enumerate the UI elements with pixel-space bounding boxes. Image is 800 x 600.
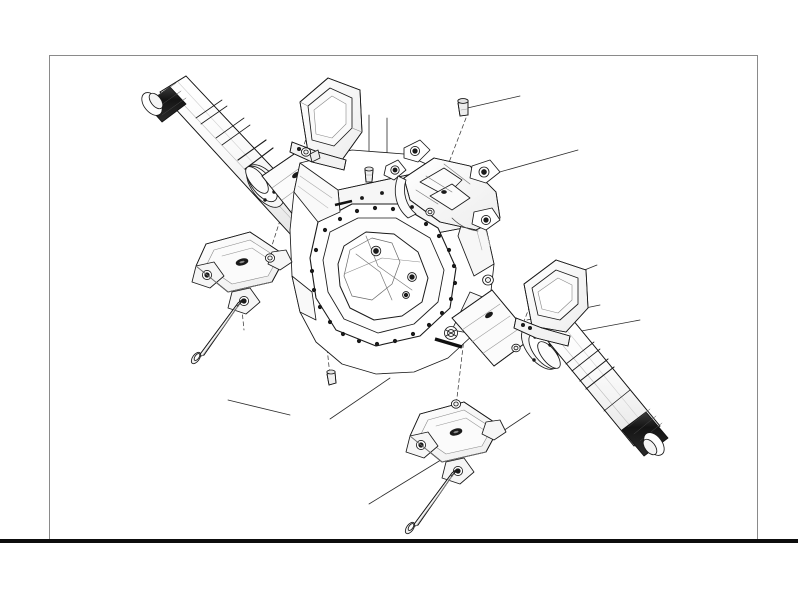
fill-plug-boss — [444, 326, 458, 340]
dowel-pin-right-bracket — [511, 343, 521, 353]
dowel-pin-lower-right — [450, 399, 462, 409]
leader-line-6 — [368, 454, 450, 505]
bracket-eye-upper-left — [403, 139, 431, 163]
dowel-pin-center — [264, 253, 276, 263]
bottom-rule-divider — [0, 539, 798, 543]
spring-seat-bracket-lower-right — [513, 259, 589, 347]
dashed-axis-lower-center — [455, 287, 471, 407]
leader-line-5 — [227, 399, 291, 416]
short-bolt-center — [326, 369, 337, 386]
dowel-pin-upper-bracket — [425, 207, 435, 217]
leader-line-1 — [462, 95, 521, 110]
short-bolt-top — [364, 166, 374, 183]
dowel-pin-right — [482, 274, 494, 286]
carrier-flange-bolt-holes — [309, 205, 458, 347]
short-bolt-upper-right — [457, 98, 469, 117]
dowel-pin-upper-left — [300, 147, 312, 157]
bracket-eye-left — [383, 159, 407, 181]
u-bolt-saddle-right — [405, 401, 507, 485]
small-fasteners-group — [264, 98, 521, 409]
long-bolt-left — [190, 298, 244, 365]
leader-line-2 — [488, 149, 579, 176]
bracket-eye-lower — [471, 207, 501, 231]
leader-line-8 — [329, 377, 391, 420]
long-bolt-right — [404, 468, 458, 535]
bracket-eye-right — [469, 159, 501, 184]
